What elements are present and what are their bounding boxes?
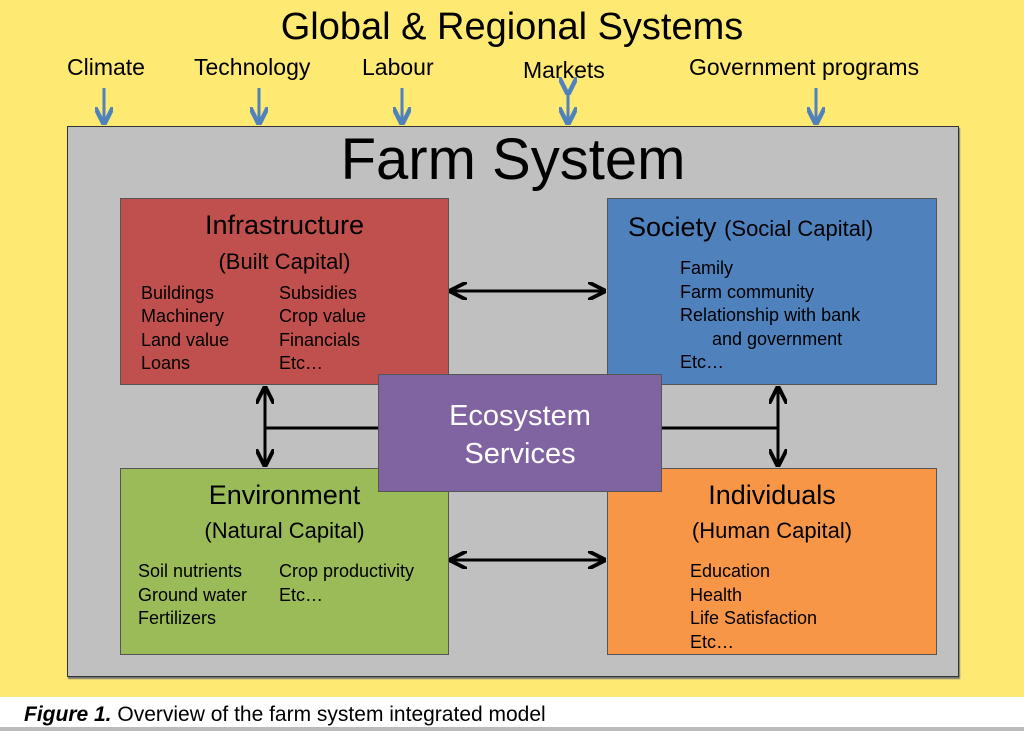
- infrastructure-box: Infrastructure (Built Capital) Buildings…: [120, 198, 449, 385]
- individuals-item: Health: [690, 585, 743, 605]
- infra-item: Etc…: [279, 353, 324, 373]
- individuals-item: Education: [690, 561, 771, 581]
- ecosystem-line1: Ecosystem: [449, 400, 591, 432]
- env-item: Fertilizers: [138, 608, 217, 628]
- infrastructure-title: Infrastructure: [204, 210, 365, 240]
- environment-title: Environment: [208, 480, 361, 510]
- infra-item: Loans: [141, 353, 191, 373]
- individuals-item: Life Satisfaction: [690, 608, 818, 628]
- farm-system-title: Farm System: [340, 127, 686, 192]
- society-item: Family: [680, 258, 733, 278]
- infra-item: Subsidies: [279, 283, 358, 303]
- infra-item: Land value: [141, 330, 230, 350]
- env-item: Crop productivity: [279, 561, 415, 581]
- environment-subtitle: (Natural Capital): [204, 518, 365, 543]
- env-item: Soil nutrients: [138, 561, 243, 581]
- society-item: Farm community: [680, 282, 815, 302]
- society-item: and government: [712, 329, 843, 349]
- bottom-divider: [0, 727, 1024, 731]
- society-title: Society (Social Capital): [628, 212, 874, 242]
- society-subtitle: (Social Capital): [724, 216, 874, 241]
- ecosystem-line2: Services: [464, 438, 576, 470]
- society-item: Etc…: [680, 352, 725, 372]
- driver-technology: Technology: [194, 54, 311, 80]
- infra-item: Machinery: [141, 306, 225, 326]
- environment-box: Environment (Natural Capital) Soil nutri…: [120, 468, 449, 655]
- individuals-title: Individuals: [708, 480, 836, 510]
- caption-label: Figure 1.: [24, 703, 112, 726]
- driver-labour: Labour: [362, 54, 434, 80]
- infra-item: Financials: [279, 330, 361, 350]
- env-item: Ground water: [138, 585, 248, 605]
- driver-government-programs: Government programs: [689, 54, 920, 80]
- ecosystem-services-box: Ecosystem Services: [378, 374, 662, 492]
- society-item: Relationship with bank: [680, 305, 861, 325]
- infrastructure-subtitle: (Built Capital): [218, 249, 351, 274]
- driver-climate: Climate: [67, 54, 145, 80]
- individuals-subtitle: (Human Capital): [691, 518, 853, 543]
- infra-item: Buildings: [141, 283, 215, 303]
- caption-text: Overview of the farm system integrated m…: [111, 703, 546, 726]
- diagram-title: Global & Regional Systems: [280, 6, 744, 48]
- society-box: Society (Social Capital) Family Farm com…: [607, 198, 937, 385]
- figure-caption: Figure 1. Overview of the farm system in…: [24, 703, 546, 727]
- infra-item: Crop value: [279, 306, 367, 326]
- env-item: Etc…: [279, 585, 324, 605]
- individuals-box: Individuals (Human Capital) Education He…: [607, 468, 937, 655]
- individuals-item: Etc…: [690, 632, 735, 652]
